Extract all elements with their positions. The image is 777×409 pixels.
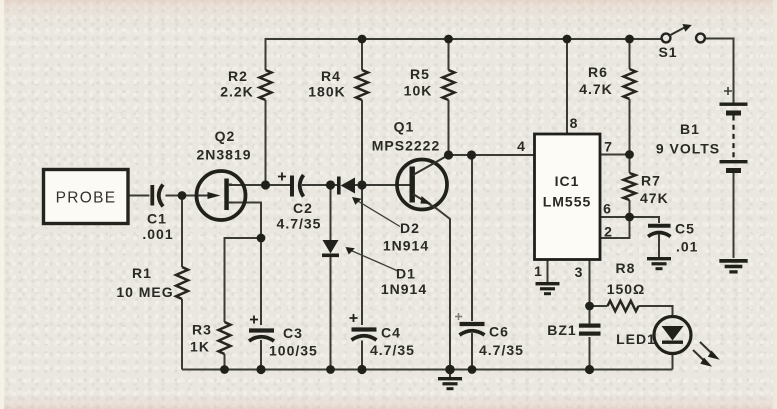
svg-text:100/35: 100/35: [269, 343, 318, 359]
svg-text:R7: R7: [641, 173, 661, 189]
svg-text:LM555: LM555: [543, 194, 592, 210]
svg-text:6: 6: [603, 201, 612, 217]
svg-text:C5: C5: [675, 221, 695, 237]
svg-text:R8: R8: [616, 260, 636, 276]
svg-text:4.7K: 4.7K: [579, 81, 613, 97]
svg-text:2N3819: 2N3819: [196, 147, 251, 163]
svg-text:IC1: IC1: [555, 173, 580, 189]
svg-text:4.7/35: 4.7/35: [370, 342, 415, 358]
svg-text:2: 2: [604, 224, 613, 240]
svg-text:Q2: Q2: [215, 128, 236, 144]
svg-text:Q1: Q1: [394, 119, 415, 135]
svg-text:R4: R4: [321, 68, 341, 84]
svg-text:1: 1: [534, 263, 543, 279]
svg-text:C4: C4: [381, 325, 401, 341]
svg-text:D2: D2: [400, 220, 420, 236]
svg-text:10 MEG: 10 MEG: [116, 284, 173, 300]
svg-text:10K: 10K: [404, 83, 433, 99]
svg-text:LED1: LED1: [616, 331, 656, 347]
svg-text:R2: R2: [228, 68, 248, 84]
svg-text:.01: .01: [676, 239, 698, 255]
svg-text:B1: B1: [680, 121, 700, 137]
svg-text:R1: R1: [132, 265, 152, 281]
svg-text:47K: 47K: [640, 190, 669, 206]
svg-text:1K: 1K: [190, 339, 210, 355]
svg-text:R3: R3: [192, 322, 212, 338]
svg-text:PROBE: PROBE: [56, 190, 117, 207]
svg-text:R5: R5: [410, 66, 430, 82]
svg-text:3: 3: [575, 264, 584, 280]
svg-text:7: 7: [604, 139, 613, 155]
svg-text:150Ω: 150Ω: [607, 281, 646, 297]
svg-text:BZ1: BZ1: [547, 322, 576, 338]
svg-text:C1: C1: [147, 211, 167, 227]
svg-text:8: 8: [570, 115, 579, 131]
svg-text:180K: 180K: [308, 84, 345, 100]
svg-text:.001: .001: [142, 226, 173, 242]
svg-text:9 VOLTS: 9 VOLTS: [656, 141, 720, 157]
svg-text:1N914: 1N914: [381, 281, 427, 297]
svg-text:R6: R6: [588, 64, 608, 80]
svg-text:1N914: 1N914: [383, 238, 429, 254]
svg-text:C6: C6: [489, 324, 509, 340]
svg-text:2.2K: 2.2K: [220, 84, 254, 100]
svg-text:C2: C2: [293, 200, 313, 216]
svg-text:S1: S1: [658, 44, 677, 60]
svg-text:MPS2222: MPS2222: [372, 138, 440, 154]
svg-text:4.7/35: 4.7/35: [277, 216, 322, 232]
svg-text:4.7/35: 4.7/35: [479, 342, 524, 358]
svg-text:C3: C3: [283, 325, 303, 341]
svg-text:4: 4: [517, 138, 526, 154]
svg-text:D1: D1: [396, 266, 416, 282]
